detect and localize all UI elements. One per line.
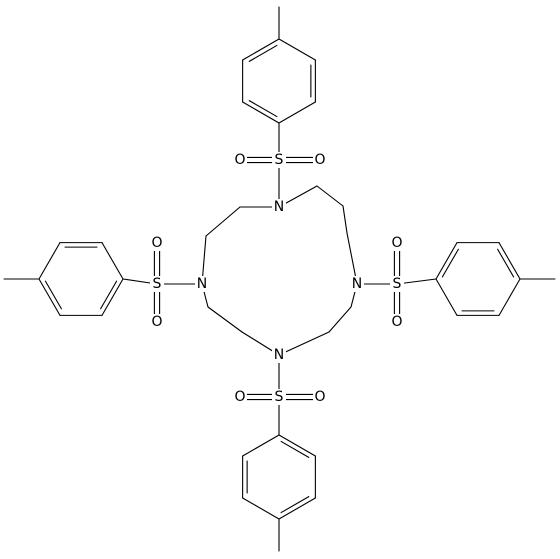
aryl-top-bond-1 (242, 101, 280, 124)
ring-bond-4 (346, 232, 358, 285)
oxygen-label-left-up-background (150, 235, 164, 251)
nitrogen-label-bottom-background (272, 347, 286, 363)
aryl-bottom-bond-1 (278, 434, 316, 457)
ring-bond-3 (342, 205, 348, 234)
aryl-right-bond-1 (435, 242, 458, 280)
aryl-bottom-bond-3-inner (280, 496, 310, 514)
sulfur-label-bottom-background (272, 389, 286, 405)
oxygen-label-right-down-background (390, 314, 404, 330)
oxygen-label-left-up: O (151, 235, 162, 251)
oxygen-label-bottom-left: O (234, 389, 245, 405)
ring-bond-2 (316, 185, 344, 207)
sulfur-label-left: S (153, 276, 162, 292)
ring-bond-7 (278, 331, 330, 356)
aryl-top-bond-3 (242, 38, 280, 61)
nitrogen-label-right: N (352, 276, 362, 292)
aryl-top-bond-4 (278, 38, 316, 61)
aryl-bottom-bond-1-inner (280, 440, 310, 458)
oxygen-label-left-down-background (150, 314, 164, 330)
aryl-left-bond-3 (38, 278, 61, 316)
aryl-left-bond-1 (101, 278, 124, 316)
nitrogen-label-top: N (274, 199, 284, 215)
aryl-left-bond-1-inner (100, 280, 118, 310)
ring-bond-12 (205, 206, 241, 237)
aryl-right-bond-6 (435, 278, 458, 316)
aryl-top-bond-1-inner (248, 100, 278, 118)
aryl-bottom-bond-6 (242, 434, 280, 457)
aryl-top-bond-6 (278, 101, 316, 124)
nitrogen-label-left: N (197, 276, 207, 292)
oxygen-label-bottom-left-background (233, 389, 247, 405)
nitrogen-label-left-background (195, 276, 209, 292)
aryl-right-bond-3-inner (497, 248, 515, 278)
nitrogen-label-top-background (272, 199, 286, 215)
sulfur-label-right-background (390, 276, 404, 292)
sulfur-label-top-background (272, 152, 286, 168)
aryl-bottom-bond-4 (242, 497, 280, 520)
aryl-right-bond-3 (498, 242, 521, 280)
aryl-right-bond-4 (498, 278, 521, 316)
aryl-right-bond-1-inner (441, 248, 459, 278)
sulfur-label-right: S (393, 276, 402, 292)
oxygen-label-bottom-right-background (313, 389, 327, 405)
oxygen-label-top-right-background (313, 152, 327, 168)
oxygen-label-top-right: O (314, 152, 325, 168)
sulfur-label-left-background (150, 276, 164, 292)
aryl-left-bond-3-inner (44, 280, 62, 310)
nitrogen-label-bottom: N (274, 347, 284, 363)
nitrogen-label-right-background (350, 276, 364, 292)
ring-bond-6 (328, 306, 352, 333)
oxygen-label-bottom-right: O (314, 389, 325, 405)
aryl-top-bond-3-inner (248, 44, 278, 62)
ring-bond-9 (207, 306, 243, 333)
oxygen-label-top-left-background (233, 152, 247, 168)
sulfur-label-top: S (275, 152, 284, 168)
oxygen-label-left-down: O (151, 314, 162, 330)
oxygen-label-right-down: O (391, 314, 402, 330)
aryl-left-bond-6 (101, 242, 124, 280)
aryl-left-bond-4 (38, 242, 61, 280)
atom-label-layer: N N N N S S S S O O O O O O O O (150, 152, 404, 405)
sulfur-label-bottom: S (275, 389, 284, 405)
oxygen-label-right-up-background (390, 235, 404, 251)
bond-layer (3, 6, 556, 552)
aryl-bottom-bond-3 (278, 497, 316, 520)
oxygen-label-right-up: O (391, 235, 402, 251)
oxygen-label-top-left: O (234, 152, 245, 168)
